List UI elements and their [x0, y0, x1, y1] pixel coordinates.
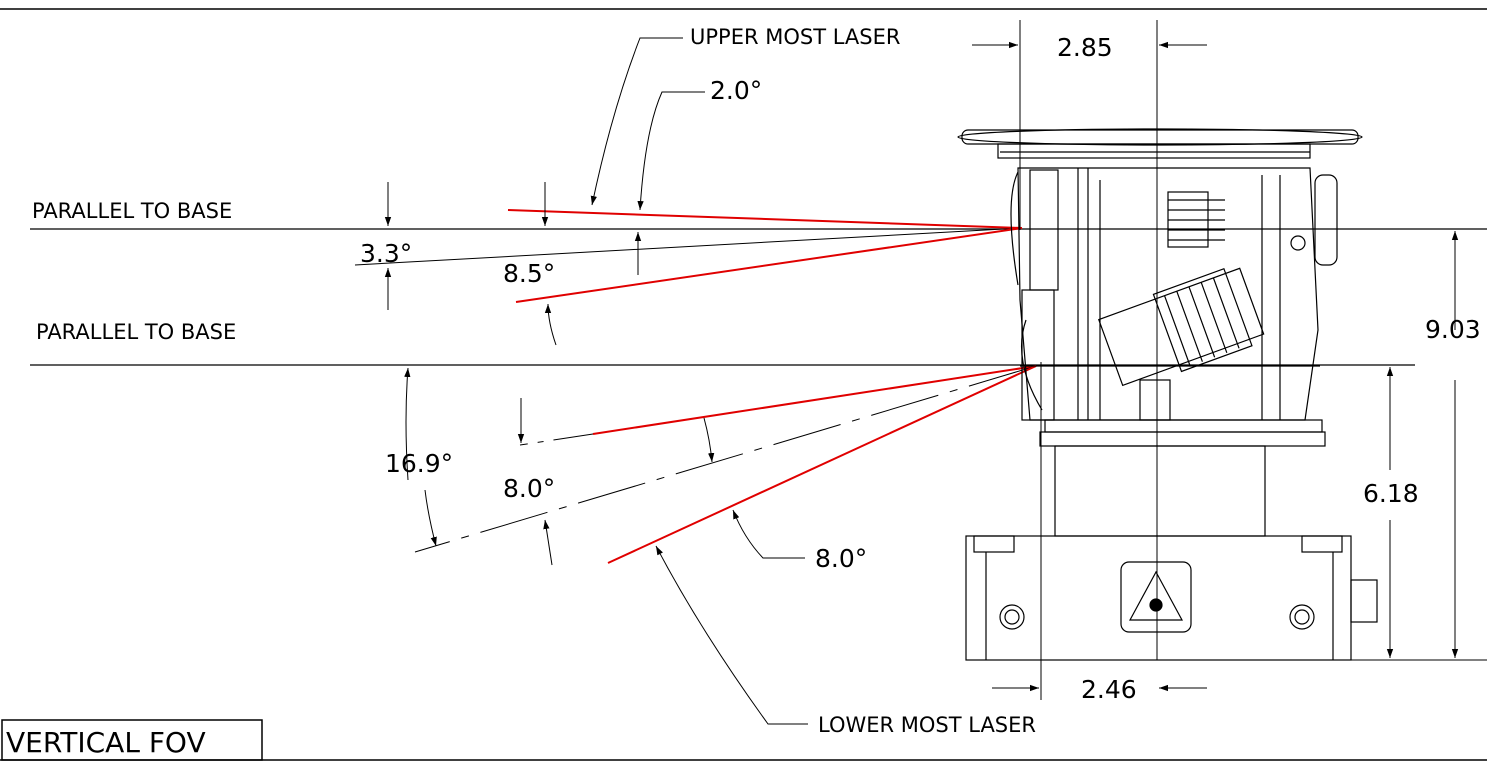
dim-9-03-label: 9.03: [1425, 315, 1481, 344]
base-box: [965, 535, 1352, 661]
leader-lower-most-laser: [655, 545, 808, 725]
lower-most-laser-label: LOWER MOST LASER: [818, 713, 1036, 737]
angle-3-3-label: 3.3°: [360, 239, 412, 268]
angle-16-9-label: 16.9°: [385, 449, 453, 478]
leader-upper-most-laser: [590, 37, 683, 206]
lower-most-laser-ray: [607, 365, 1037, 564]
base-screw-right-inner: [1294, 609, 1310, 625]
top-flange: [997, 143, 1311, 159]
parallel-to-base-lower-label: PARALLEL TO BASE: [36, 320, 236, 344]
lower-lens-block: [1021, 289, 1055, 421]
stem: [1054, 445, 1266, 537]
base-connector: [1350, 579, 1378, 623]
top-cap-ellipse: [957, 128, 1363, 146]
lower-lens-curve: [1020, 319, 1043, 411]
dim-8-0-inner-arrow-mid: [703, 417, 715, 463]
angle-8-0-inner-label: 8.0°: [503, 474, 555, 503]
laser-warning-plate: [1120, 561, 1192, 633]
dim-6-18-label: 6.18: [1363, 479, 1419, 508]
internal-block: [1139, 379, 1171, 421]
upper-heatsink: [1167, 191, 1225, 248]
base-screw-left-inner: [1004, 609, 1020, 625]
leader-8-0-outer: [732, 509, 805, 559]
tilted-laser-module: [1097, 267, 1265, 387]
lidar-sensor-drawing: [957, 128, 1378, 661]
side-screw: [1290, 235, 1306, 251]
base-plate: [1044, 419, 1323, 433]
base-screw-right: [1289, 604, 1315, 630]
dim-8-5-arrow-bottom: [544, 303, 557, 346]
angle-8-5-label: 8.5°: [503, 259, 555, 288]
laser-warning-icon: [1149, 598, 1163, 612]
dim-2-46-label: 2.46: [1081, 675, 1137, 704]
upper-most-laser-label: UPPER MOST LASER: [690, 25, 900, 49]
dim-2-85-label: 2.85: [1057, 33, 1113, 62]
leader-2-0: [637, 91, 705, 211]
base-box-corner-right: [1301, 535, 1343, 553]
upper-lens-curve: [1010, 171, 1019, 286]
upper-most-laser-ray: [507, 209, 1023, 229]
laser-warning-triangle: [1128, 570, 1184, 621]
lower-upper-laser-ray: [592, 365, 1037, 435]
side-connector: [1314, 174, 1338, 266]
base-box-corner-left: [973, 535, 1015, 553]
angle-2-0-label: 2.0°: [710, 76, 762, 105]
dim-8-0-inner-arrow-bottom: [543, 519, 553, 566]
angle-8-0-outer-label: 8.0°: [815, 544, 867, 573]
dim-16-9-arrow-top: [404, 367, 411, 481]
top-cap: [961, 129, 1359, 145]
parallel-to-base-upper-label: PARALLEL TO BASE: [32, 199, 232, 223]
lower-16-9-center-line: [414, 365, 1037, 553]
dim-16-9-arrow-bottom: [424, 489, 437, 547]
upper-lens-block: [1029, 169, 1059, 291]
upper-3-3-ray: [354, 227, 1023, 266]
lower-upper-laser-ext: [519, 433, 594, 446]
base-screw-left: [999, 604, 1025, 630]
base-plate-lower: [1039, 431, 1326, 447]
upper-8-5-laser-ray: [515, 227, 1023, 303]
drawing-title: VERTICAL FOV: [6, 726, 206, 759]
title-box: [1, 719, 263, 761]
